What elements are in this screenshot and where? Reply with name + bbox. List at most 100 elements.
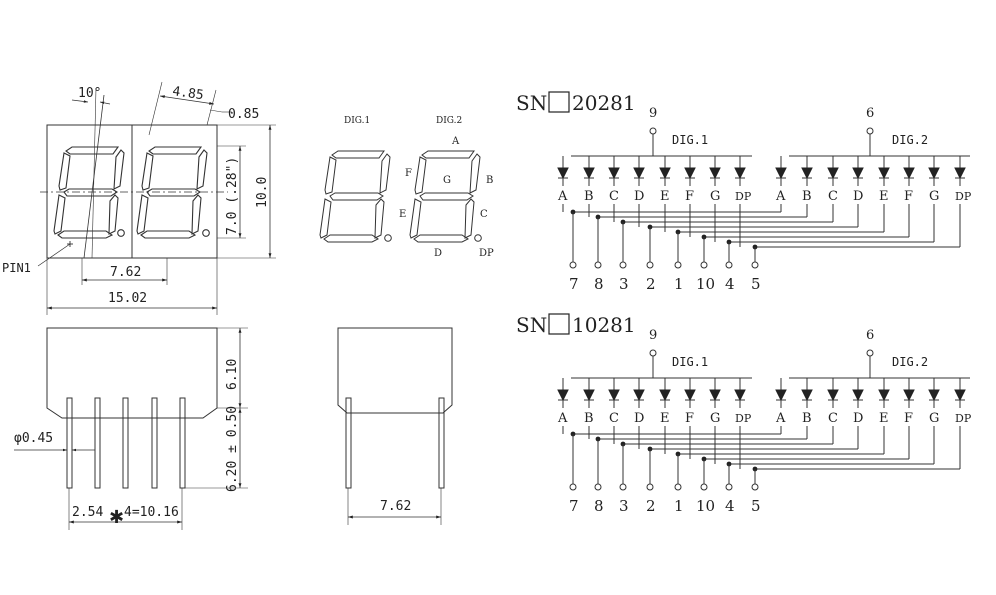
segment-f bbox=[324, 156, 337, 195]
pin-number: 3 bbox=[619, 497, 629, 515]
pin-terminal bbox=[866, 127, 874, 135]
segment-label: DP bbox=[735, 190, 752, 203]
pin1-label: PIN1 bbox=[2, 261, 31, 275]
pin bbox=[345, 397, 352, 489]
pin-terminal bbox=[594, 261, 602, 269]
segment-label: DP bbox=[735, 412, 752, 425]
pin-terminal bbox=[700, 261, 708, 269]
segment-diagram bbox=[319, 150, 482, 243]
pin bbox=[438, 397, 445, 489]
segment-diagram-labels: DIG.1 DIG.2 A F G B E C D DP bbox=[344, 116, 494, 259]
segment-label: G bbox=[710, 189, 720, 204]
side-view-labels: 6.10 6.20 ± 0.50 φ0.45 2.54 ✱ 4=10.16 bbox=[14, 359, 240, 528]
segment-b bbox=[196, 149, 208, 190]
segment-c bbox=[191, 194, 202, 235]
led-diode-icon bbox=[659, 167, 671, 180]
front-view bbox=[37, 81, 276, 315]
segment-d bbox=[140, 230, 197, 239]
segment-c bbox=[108, 194, 119, 235]
pin bbox=[94, 397, 101, 489]
led-diode-icon bbox=[878, 167, 890, 180]
pin-number: 5 bbox=[751, 497, 761, 515]
led-diode-icon bbox=[954, 167, 966, 180]
pin-terminal bbox=[674, 261, 682, 269]
placeholder-box-icon bbox=[548, 313, 570, 335]
end-body-outline bbox=[337, 327, 453, 414]
pin-number: 4 bbox=[725, 275, 735, 293]
led-diode-icon bbox=[709, 389, 721, 402]
led-diode-icon bbox=[583, 167, 595, 180]
pin-terminal bbox=[569, 261, 577, 269]
segment-d bbox=[57, 230, 114, 239]
pin-terminal bbox=[725, 261, 733, 269]
segment-e bbox=[409, 198, 422, 239]
pin-terminal bbox=[751, 261, 759, 269]
segment-d bbox=[323, 234, 379, 243]
segment-label: D bbox=[853, 189, 863, 204]
led-diode-icon bbox=[852, 167, 864, 180]
led-diode-icon bbox=[928, 167, 940, 180]
slant-line bbox=[91, 87, 97, 259]
segment-c bbox=[374, 198, 385, 239]
dig2-label: DIG.2 bbox=[892, 355, 928, 369]
multiply-icon: ✱ bbox=[109, 507, 124, 528]
pin-number: 1 bbox=[674, 497, 684, 515]
segment-f bbox=[58, 152, 71, 191]
segment-label: DP bbox=[955, 412, 972, 425]
digit-2-segments bbox=[136, 146, 210, 239]
pin-number: 10 bbox=[696, 497, 715, 515]
segment-dp bbox=[384, 234, 392, 242]
width-label: 15.02 bbox=[108, 291, 147, 306]
pin-terminal bbox=[649, 349, 657, 357]
diagram-digit-1 bbox=[319, 150, 392, 243]
segment-b bbox=[379, 153, 391, 194]
slant-line bbox=[148, 81, 163, 136]
common-pin-2-label: 6 bbox=[866, 328, 874, 343]
led-diode-icon bbox=[878, 389, 890, 402]
segment-label: A bbox=[557, 411, 568, 426]
pin-terminal bbox=[646, 483, 654, 491]
led-diode-icon bbox=[684, 389, 696, 402]
pin bbox=[66, 397, 73, 489]
segment-a bbox=[148, 146, 203, 155]
seg-label-dp: DP bbox=[479, 248, 494, 259]
led-diode-icon bbox=[801, 167, 813, 180]
slant-line bbox=[206, 89, 217, 126]
char-height-label: 7.0 (.28") bbox=[225, 157, 240, 235]
segment-e bbox=[136, 194, 149, 235]
front-view-labels: 10° 4.85 0.85 7.0 (.28") 10.0 7.62 15.02… bbox=[2, 84, 270, 306]
diagram-digit-2 bbox=[409, 150, 482, 243]
pin bbox=[151, 397, 158, 489]
seg-label-e: E bbox=[399, 209, 406, 220]
pin-terminal bbox=[646, 261, 654, 269]
pin-diameter-label: φ0.45 bbox=[14, 431, 53, 446]
pin-number: 8 bbox=[594, 275, 604, 293]
led-diode-icon bbox=[709, 167, 721, 180]
led-diode-icon bbox=[633, 389, 645, 402]
seg-label-b: B bbox=[486, 175, 493, 186]
segment-d bbox=[413, 234, 469, 243]
dig2-label: DIG.2 bbox=[892, 133, 928, 147]
seg-pitch-label: 4.85 bbox=[171, 84, 204, 103]
led-diode-icon bbox=[557, 167, 569, 180]
led-diode-icon bbox=[775, 389, 787, 402]
led-diode-icon bbox=[827, 167, 839, 180]
angle-label: 10° bbox=[78, 86, 101, 101]
segment-f bbox=[141, 152, 154, 191]
seg-label-d: D bbox=[434, 248, 442, 259]
pin-terminal bbox=[569, 483, 577, 491]
segment-c bbox=[464, 198, 475, 239]
pin bbox=[179, 397, 186, 489]
led-diode-icon bbox=[633, 167, 645, 180]
pin-pitch-rest-label: 4=10.16 bbox=[124, 505, 179, 520]
led-diode-icon bbox=[583, 389, 595, 402]
segment-label: F bbox=[904, 189, 913, 204]
segment-label: D bbox=[853, 411, 863, 426]
led-diode-icon bbox=[954, 389, 966, 402]
segment-label: D bbox=[634, 189, 644, 204]
dig1-label: DIG.1 bbox=[672, 355, 708, 369]
dig1-label: DIG.1 bbox=[344, 116, 370, 126]
dig1-label: DIG.1 bbox=[672, 133, 708, 147]
